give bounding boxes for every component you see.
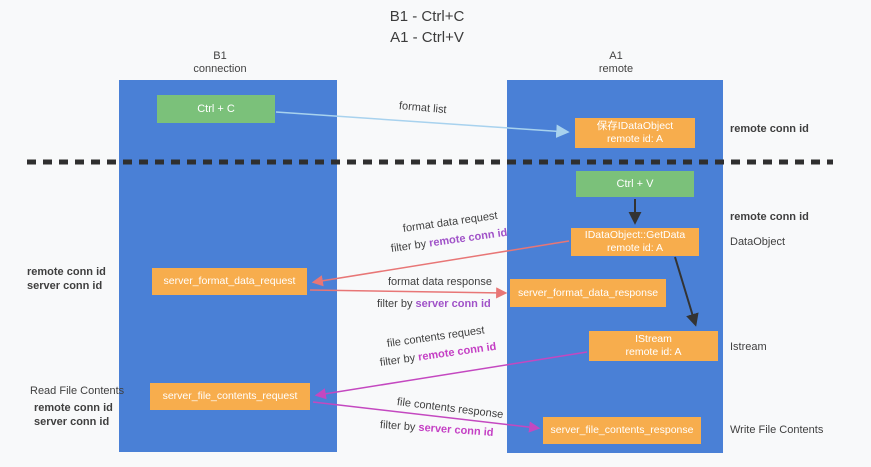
filter-by-text: filter by: [377, 298, 413, 310]
remote-conn-id-text: remote conn id: [417, 340, 498, 364]
node-istream-line1: IStream: [635, 333, 672, 345]
server-conn-id-text: server conn id: [418, 421, 494, 439]
node-server-format-data-request-label: server_format_data_request: [163, 275, 296, 287]
filter-by-text: filter by: [379, 352, 416, 369]
node-istream-line2: remote id: A: [625, 346, 682, 358]
lane-b1-title: B1: [213, 50, 227, 62]
lane-header-a1: A1 remote: [599, 50, 633, 76]
node-server-file-contents-response: server_file_contents_response: [543, 417, 701, 444]
lane-header-b1: B1 connection: [193, 50, 246, 76]
node-ctrl-v: Ctrl + V: [576, 171, 694, 197]
title-line-2: A1 - Ctrl+V: [390, 29, 464, 46]
node-save-idataobject-line1: 保存IDataObject: [596, 120, 674, 132]
node-server-format-data-request: server_format_data_request: [152, 268, 307, 295]
server-conn-id-text: server conn id: [415, 298, 491, 310]
node-ctrl-c: Ctrl + C: [157, 95, 275, 123]
arrow-format-data-response: [309, 287, 508, 299]
lane-b1-subtitle: connection: [193, 63, 247, 75]
node-idataobject-getdata-line1: IDataObject::GetData: [584, 229, 686, 241]
annotation-dataobject: DataObject: [730, 236, 786, 248]
node-idataobject-getdata-line2: remote id: A: [606, 242, 664, 254]
remote-conn-id-text: remote conn id: [428, 226, 509, 250]
title-line-1: B1 - Ctrl+C: [389, 8, 465, 25]
annotation-remote-conn-id-mid: remote conn id: [730, 211, 809, 223]
node-idataobject-getdata: IDataObject::GetData remote id: A: [571, 228, 699, 256]
node-server-file-contents-request: server_file_contents_request: [150, 383, 310, 410]
node-istream: IStream remote id: A: [589, 331, 718, 361]
node-save-idataobject: 保存IDataObject remote id: A: [575, 118, 695, 148]
annotation-server-conn-id-left-2: server conn id: [34, 416, 110, 428]
lane-a1-title: A1: [609, 50, 623, 62]
node-ctrl-v-label: Ctrl + V: [616, 177, 654, 190]
label-filter-by-server-conn-id-file: filter by server conn id: [380, 419, 494, 439]
annotation-remote-conn-id-left-1: remote conn id: [27, 266, 106, 278]
node-server-format-data-response: server_format_data_response: [510, 279, 666, 307]
lane-a1-subtitle: remote: [598, 63, 634, 75]
node-server-format-data-response-label: server_format_data_response: [517, 286, 659, 299]
node-server-file-contents-request-label: server_file_contents_request: [162, 390, 298, 402]
diagram-title: B1 - Ctrl+C A1 - Ctrl+V: [390, 6, 465, 48]
label-file-contents-response: file contents response: [396, 396, 504, 421]
label-format-data-response: format data response: [388, 276, 492, 288]
label-format-list: format list: [398, 100, 448, 117]
annotation-remote-conn-id-left-2: remote conn id: [34, 402, 113, 414]
node-server-file-contents-response-label: server_file_contents_response: [550, 424, 694, 436]
node-save-idataobject-line2: remote id: A: [606, 133, 664, 145]
annotation-server-conn-id-left-1: server conn id: [27, 280, 103, 292]
filter-by-text: filter by: [379, 419, 416, 434]
annotation-write-file-contents: Write File Contents: [730, 424, 824, 436]
annotation-read-file-contents: Read File Contents: [30, 385, 125, 397]
annotation-istream: Istream: [730, 341, 767, 353]
label-filter-by-server-conn-id-format: filter by server conn id: [377, 298, 491, 310]
node-ctrl-c-label: Ctrl + C: [197, 102, 235, 115]
filter-by-text: filter by: [390, 238, 427, 255]
annotation-remote-conn-id-top: remote conn id: [730, 123, 809, 135]
